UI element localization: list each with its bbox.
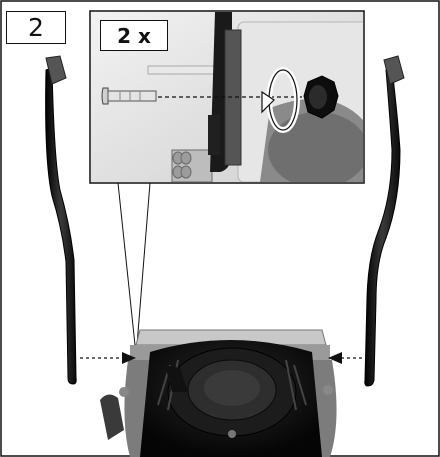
left-handle — [45, 55, 77, 385]
rotate-arrow-icon — [261, 67, 300, 133]
mower-body — [100, 329, 337, 457]
insert-arrow-left — [80, 352, 136, 364]
right-handle — [364, 55, 405, 387]
spring-detail — [171, 149, 213, 182]
carriage-bolt-icon — [101, 87, 157, 105]
callout-line-left — [117, 182, 136, 346]
detail-inset — [89, 10, 365, 184]
star-knob-icon — [303, 75, 339, 119]
insert-arrow-right — [328, 352, 362, 364]
step-number: 2 — [6, 11, 66, 44]
callout-line-right — [136, 182, 151, 346]
quantity-label: 2 x — [100, 20, 168, 51]
